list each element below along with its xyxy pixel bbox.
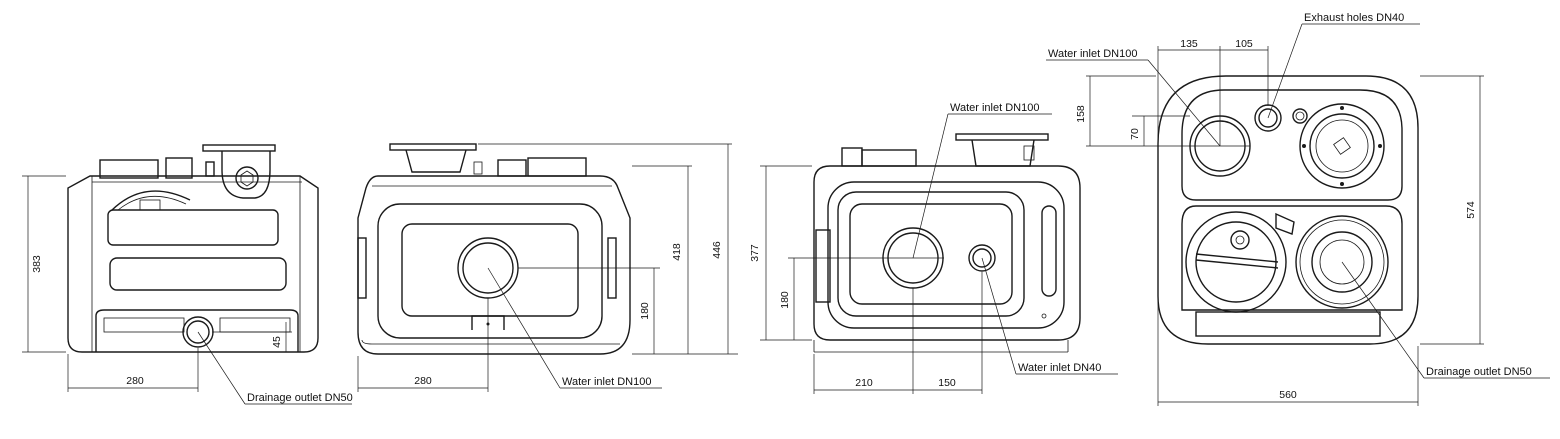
- side-arc-cap: [139, 199, 161, 211]
- top-elbow: [1275, 212, 1295, 235]
- rear-top-box-2: [861, 149, 917, 167]
- top-motor-body: [1195, 221, 1277, 303]
- rear-dim-height: 377: [749, 244, 761, 262]
- side-arc-inner: [117, 195, 187, 211]
- rear-dim-right: 150: [938, 377, 956, 389]
- front-outer-panel: [377, 203, 603, 339]
- top-dim-70: 70: [1129, 128, 1141, 140]
- top-view: 135 105 158 70 574 560 Water inlet DN100…: [1046, 12, 1550, 406]
- side-pump-head: [221, 151, 271, 199]
- top-dim-width: 560: [1279, 389, 1297, 401]
- side-valve: [205, 161, 215, 177]
- side-callout-outlet: Drainage outlet DN50: [247, 392, 353, 404]
- front-pump-head: [405, 149, 467, 173]
- rear-outer-panel: [827, 181, 1065, 329]
- front-dim-body-height: 418: [671, 243, 683, 261]
- side-base-slot-right: [219, 317, 291, 333]
- top-vent-outer: [1292, 108, 1308, 124]
- rear-inner-panel: [849, 203, 1013, 305]
- top-pump-flange: [1299, 103, 1385, 189]
- top-dim-135: 135: [1180, 38, 1198, 50]
- front-valve: [473, 161, 483, 175]
- top-dim-158: 158: [1075, 105, 1087, 123]
- top-outlet-inner: [1319, 239, 1365, 285]
- rear-pump-head: [971, 139, 1035, 167]
- top-motor-knob: [1230, 230, 1250, 250]
- front-top-box-1: [497, 159, 527, 177]
- front-base-line: [361, 339, 620, 345]
- side-dim-height: 383: [31, 255, 43, 273]
- front-view: 280 180 418 446 Water inlet DN100: [357, 143, 738, 392]
- rear-mid-panel: [837, 191, 1025, 317]
- top-callout-exhaust: Exhaust holes DN40: [1304, 12, 1404, 24]
- front-mount-plate: [389, 143, 477, 151]
- front-inlet-inner: [462, 242, 514, 294]
- front-dim-inlet-height: 180: [639, 302, 651, 320]
- side-outlet-inner: [186, 320, 210, 344]
- top-motor-knob-inner: [1235, 235, 1245, 245]
- side-mid-window: [109, 257, 287, 291]
- rear-body: [813, 165, 1081, 341]
- side-dim-outlet: 45: [271, 336, 283, 348]
- top-upper-chamber: [1181, 89, 1403, 201]
- rear-inlet-small-inner: [972, 248, 992, 268]
- rear-screw: [1041, 313, 1047, 319]
- rear-side-tab: [815, 229, 831, 303]
- front-top-box-2: [527, 157, 587, 177]
- top-dim-height: 574: [1465, 201, 1477, 219]
- top-dim-105: 105: [1235, 38, 1253, 50]
- front-handle-left: [357, 237, 367, 299]
- side-mount-plate: [202, 144, 276, 152]
- top-lower-chamber: [1181, 205, 1403, 311]
- side-view: 383 280 45 Drainage outlet DN50: [22, 144, 353, 405]
- rear-top-box-1: [841, 147, 863, 167]
- top-callout-inlet: Water inlet DN100: [1048, 48, 1137, 60]
- top-body: [1157, 75, 1419, 345]
- side-body: [67, 175, 319, 353]
- front-dim-total-height: 446: [711, 241, 723, 259]
- top-outlet-scallop: [1299, 219, 1385, 305]
- rear-handle-slot: [1041, 205, 1057, 297]
- rear-callout-inlet-large: Water inlet DN100: [950, 102, 1039, 114]
- side-pump-nut: [240, 170, 254, 187]
- top-pump-outer: [1309, 113, 1375, 179]
- side-top-box-2: [165, 157, 193, 179]
- rear-mount-plate: [955, 133, 1049, 141]
- side-base-recess: [95, 309, 299, 352]
- rear-dim-inlet-height: 180: [779, 291, 791, 309]
- top-callout-outlet: Drainage outlet DN50: [1426, 366, 1532, 378]
- top-exhaust-inner: [1258, 108, 1278, 128]
- front-body: [357, 175, 631, 355]
- rear-dim-left: 210: [855, 377, 873, 389]
- front-callout-inlet: Water inlet DN100: [562, 376, 651, 388]
- top-pump-inner: [1315, 119, 1369, 173]
- rear-valve: [1023, 145, 1035, 161]
- side-base-slot-left: [103, 317, 185, 333]
- top-base-bar: [1195, 311, 1381, 337]
- top-outlet-flange: [1295, 215, 1389, 309]
- side-arc: [111, 190, 191, 211]
- rear-inlet-small-outer: [968, 244, 996, 272]
- rear-base-legs: [813, 340, 1069, 352]
- top-pump-hub: [1333, 137, 1351, 155]
- rear-callout-inlet-small: Water inlet DN40: [1018, 362, 1101, 374]
- side-pump-cap: [235, 166, 259, 190]
- front-dim-width: 280: [414, 375, 432, 387]
- rear-view: 377 180 210 150 Water inlet DN100 Water …: [749, 102, 1118, 394]
- side-upper-window: [107, 209, 279, 246]
- top-vent-inner: [1295, 111, 1305, 121]
- top-motor-bar: [1195, 253, 1279, 263]
- side-top-box-1: [99, 159, 159, 179]
- side-dim-width: 280: [126, 375, 144, 387]
- top-motor-bar-2: [1195, 259, 1279, 269]
- top-outlet-ring: [1311, 231, 1373, 293]
